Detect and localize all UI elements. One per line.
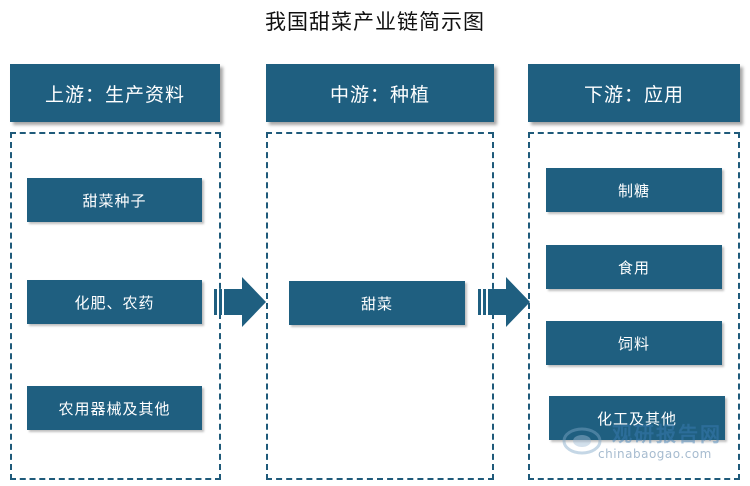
- downstream-item-sugar: 制糖: [546, 168, 722, 212]
- midstream-heading: 中游：种植: [266, 64, 494, 122]
- upstream-item-seed: 甜菜种子: [27, 178, 202, 222]
- watermark-name: 观研报告网: [612, 422, 722, 446]
- downstream-item-food: 食用: [546, 245, 722, 289]
- arrow-right-icon: [478, 277, 530, 327]
- downstream-item-feed: 饲料: [546, 321, 722, 365]
- downstream-panel: [528, 132, 740, 480]
- watermark-logo-icon: [562, 427, 602, 455]
- upstream-item-machinery: 农用器械及其他: [27, 386, 202, 430]
- midstream-item-beet: 甜菜: [289, 281, 465, 325]
- upstream-item-fertilizer: 化肥、农药: [27, 280, 202, 324]
- downstream-heading: 下游：应用: [528, 64, 740, 122]
- downstream-item-chemical: 化工及其他: [549, 396, 725, 440]
- diagram-title: 我国甜菜产业链简示图: [265, 10, 485, 34]
- upstream-heading: 上游：生产资料: [10, 64, 220, 122]
- watermark-url: chinabaogao.com: [598, 447, 712, 461]
- arrow-right-icon: [214, 277, 266, 327]
